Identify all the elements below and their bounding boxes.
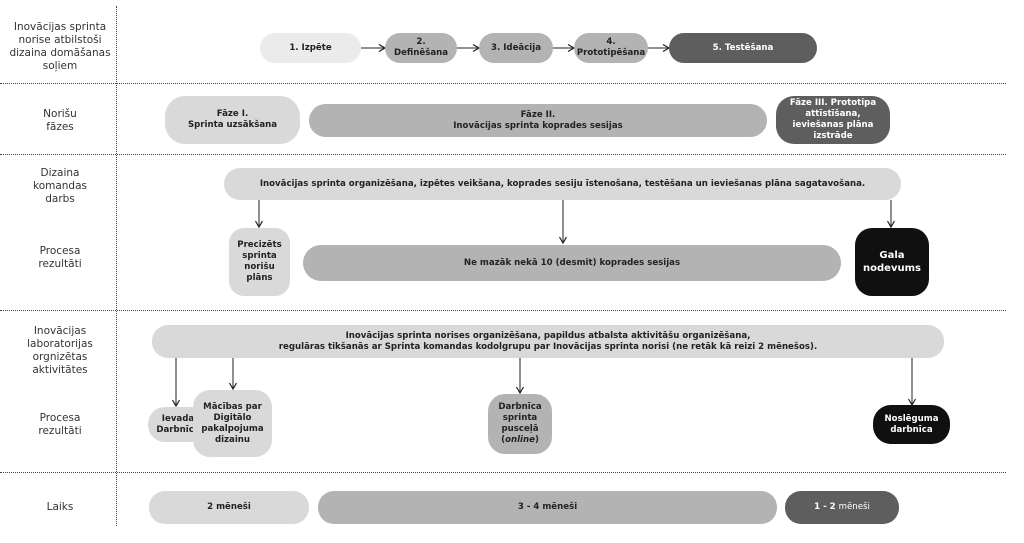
phase-1-subtitle: Sprinta uzsākšana <box>187 120 278 130</box>
result-training-line3: pakalpojuma <box>201 423 264 434</box>
result-training-line1: Mācības par <box>203 401 262 412</box>
result-closing-line1: Noslēguma <box>884 413 939 424</box>
row-label-time: Laiks <box>46 501 74 513</box>
result-closing-line2: darbnīca <box>890 424 933 435</box>
result-training: Mācības par Digitālo pakalpojuma dizainu <box>193 390 272 457</box>
vertical-divider <box>116 6 117 526</box>
team-work-text: Inovācijas sprinta organizēšana, izpētes… <box>259 178 866 189</box>
row-label-phases: Norišu fāzes <box>43 108 77 133</box>
step-research: 1. Izpēte <box>260 33 361 63</box>
row-divider <box>0 472 1006 473</box>
row-label-lab-activities: Inovācijas laboratorijas orgnizētas akti… <box>27 325 93 376</box>
result-training-line4: dizainu <box>214 434 251 445</box>
phase-3-title: Fāze III. Prototipa <box>789 98 877 108</box>
step-ideate: 3. Ideācija <box>479 33 553 63</box>
result-sprint-plan-line1: Precizēts <box>237 240 282 250</box>
phase-1: Fāze I. Sprinta uzsākšana <box>165 96 300 144</box>
lab-activities-line2: regulāras tikšanās ar Sprinta komandas k… <box>278 341 818 352</box>
result-cocreation-sessions-text: Ne mazāk nekā 10 (desmit) koprades sesij… <box>463 257 681 268</box>
result-midway-line2: sprinta <box>502 413 538 423</box>
result-sprint-plan-line3: norišu plāns <box>244 262 275 283</box>
result-final-line1: Gala <box>879 250 905 261</box>
phase-2-subtitle: Inovācijas sprinta koprades sesijas <box>453 120 623 131</box>
result-sprint-plan: Precizēts sprinta norišu plāns <box>229 228 290 296</box>
phase-1-title: Fāze I. <box>216 109 249 119</box>
phase-2: Fāze II. Inovācijas sprinta koprades ses… <box>309 104 767 137</box>
lab-activities-line1: Inovācijas sprinta norises organizēšana,… <box>345 330 751 341</box>
result-closing-workshop: Noslēguma darbnīca <box>873 405 950 444</box>
result-training-line2: Digitālo <box>213 412 252 423</box>
time-segment-1-label: 2 mēneši <box>207 502 251 512</box>
row-divider <box>0 83 1006 84</box>
phase-3-line2: attīstīšana, <box>805 109 861 119</box>
step-ideate-label: 3. Ideācija <box>491 42 541 53</box>
team-work-bar: Inovācijas sprinta organizēšana, izpētes… <box>224 168 901 200</box>
phase-3: Fāze III. Prototipa attīstīšana, ievieša… <box>776 96 890 144</box>
result-intro-line2: Darbnīca <box>156 424 200 435</box>
step-test: 5. Testēšana <box>669 33 817 63</box>
row-divider <box>0 154 1006 155</box>
row-label-design-steps: Inovācijas sprinta norise atbilstoši diz… <box>9 21 111 72</box>
row-label-team-work: Dizaina komandas darbs <box>32 167 88 205</box>
result-final-line2: nodevums <box>863 263 921 274</box>
phase-3-line3: ieviešanas plāna izstrāde <box>792 120 874 141</box>
step-prototype-label: 4. Prototipēšana <box>576 37 646 58</box>
row-label-results-1: Procesa rezultāti <box>38 245 82 270</box>
result-cocreation-sessions: Ne mazāk nekā 10 (desmit) koprades sesij… <box>303 245 841 281</box>
result-sprint-plan-line2: sprinta <box>242 251 277 261</box>
time-segment-1: 2 mēneši <box>149 491 309 524</box>
time-segment-3: 1 - 2 mēneši <box>785 491 899 524</box>
result-midway-online: online <box>505 435 535 445</box>
time-segment-2-label: 3 - 4 mēneši <box>517 502 578 512</box>
result-midway-line1: Darbnīca <box>498 402 542 412</box>
time-segment-3-number: 1 - 2 <box>814 502 836 512</box>
time-segment-3-unit: mēneši <box>838 502 870 512</box>
step-research-label: 1. Izpēte <box>289 42 332 53</box>
lab-activities-bar: Inovācijas sprinta norises organizēšana,… <box>152 325 944 358</box>
result-midway-workshop: Darbnīca sprinta pusceļā (online) <box>488 394 552 454</box>
result-intro-line1: Ievada <box>161 413 195 424</box>
time-segment-2: 3 - 4 mēneši <box>318 491 777 524</box>
step-define: 2. Definēšana <box>385 33 457 63</box>
step-define-label: 2. Definēšana <box>393 37 449 58</box>
row-label-results-2: Procesa rezultāti <box>38 412 82 437</box>
phase-2-title: Fāze II. <box>520 109 556 120</box>
result-midway-line3: pusceļā <box>501 424 539 434</box>
step-prototype: 4. Prototipēšana <box>574 33 648 63</box>
result-final-deliverable: Gala nodevums <box>855 228 929 296</box>
row-divider <box>0 310 1006 311</box>
step-test-label: 5. Testēšana <box>712 42 774 53</box>
